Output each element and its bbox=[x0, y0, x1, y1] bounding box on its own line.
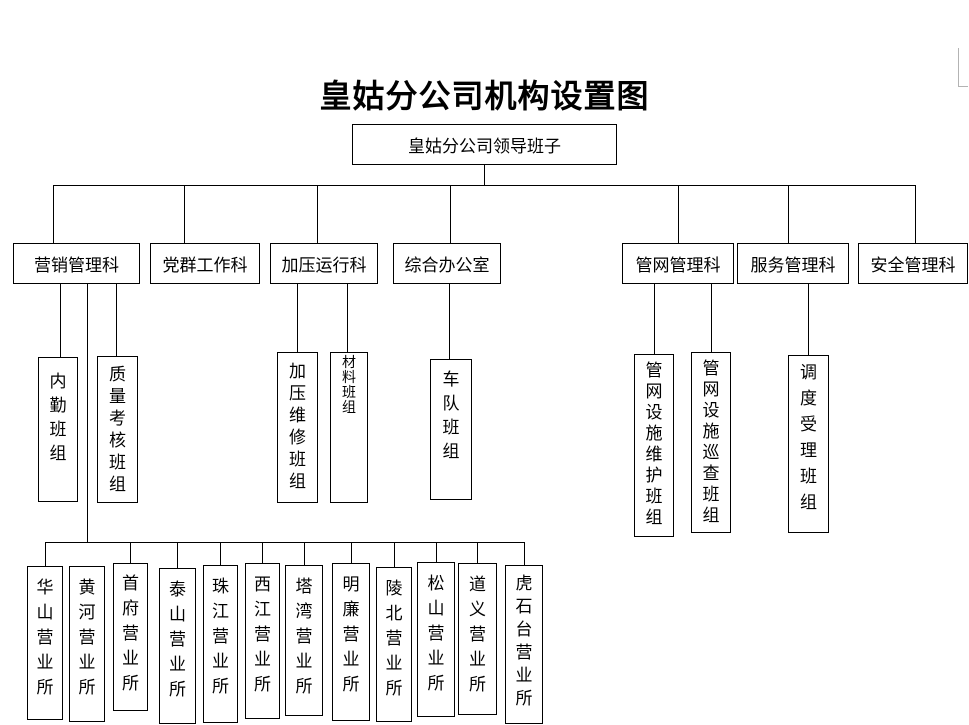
connector-line bbox=[220, 542, 221, 565]
team-pipe-network-inspection: 管网设施巡查班组 bbox=[691, 352, 731, 533]
connector-line bbox=[436, 542, 437, 562]
dept-marketing-management: 营销管理科 bbox=[13, 243, 140, 284]
branch-shoufu: 首府营业所 bbox=[113, 563, 148, 711]
connector-line bbox=[184, 185, 185, 243]
connector-line bbox=[347, 284, 348, 352]
dept-safety-management: 安全管理科 bbox=[858, 243, 968, 284]
connector-line bbox=[394, 542, 395, 567]
connector-line bbox=[53, 185, 916, 186]
connector-line bbox=[53, 185, 54, 243]
connector-line bbox=[654, 284, 655, 354]
connector-line bbox=[177, 542, 178, 568]
window-edge-artifact bbox=[958, 48, 959, 87]
branch-zhujiang: 珠江营业所 bbox=[203, 565, 238, 723]
branch-minglian: 明廉营业所 bbox=[332, 563, 370, 721]
branch-huanghe: 黄河营业所 bbox=[69, 566, 105, 722]
connector-line bbox=[788, 185, 789, 243]
team-pipe-network-maintenance: 管网设施维护班组 bbox=[634, 354, 674, 537]
connector-line bbox=[297, 284, 298, 352]
team-quality-assessment: 质量考核班组 bbox=[97, 356, 138, 503]
dept-pipe-network-management: 管网管理科 bbox=[622, 243, 734, 284]
team-dispatch-acceptance: 调度受理班组 bbox=[788, 355, 829, 533]
branch-hushitai: 虎石台营业所 bbox=[505, 565, 543, 724]
connector-line bbox=[484, 165, 485, 185]
connector-line bbox=[450, 185, 451, 243]
dept-service-management: 服务管理科 bbox=[737, 243, 849, 284]
team-motorcade: 车队班组 bbox=[430, 359, 472, 500]
branch-xijiang: 西江营业所 bbox=[245, 563, 280, 719]
branch-huashan: 华山营业所 bbox=[27, 566, 63, 720]
branch-taishan: 泰山营业所 bbox=[159, 568, 196, 724]
connector-line bbox=[317, 185, 318, 243]
connector-line bbox=[87, 284, 88, 542]
branch-lingbei: 陵北营业所 bbox=[376, 567, 412, 722]
dept-pressurization-operation: 加压运行科 bbox=[270, 243, 378, 284]
connector-line bbox=[45, 542, 525, 543]
connector-line bbox=[116, 284, 117, 356]
team-materials: 材料班组 bbox=[330, 352, 368, 503]
team-pressurization-maintenance: 加压维修班组 bbox=[277, 352, 318, 503]
connector-line bbox=[711, 284, 712, 352]
connector-line bbox=[808, 284, 809, 355]
window-edge-artifact bbox=[958, 86, 968, 87]
dept-general-office: 综合办公室 bbox=[393, 243, 501, 284]
connector-line bbox=[130, 542, 131, 563]
branch-daoyi: 道义营业所 bbox=[458, 563, 497, 715]
connector-line bbox=[915, 185, 916, 243]
branch-songshan: 松山营业所 bbox=[417, 562, 455, 717]
connector-line bbox=[524, 542, 525, 565]
connector-line bbox=[351, 542, 352, 563]
dept-party-group-work: 党群工作科 bbox=[150, 243, 260, 284]
chart-title: 皇姑分公司机构设置图 bbox=[319, 78, 650, 114]
root-leadership-box: 皇姑分公司领导班子 bbox=[352, 124, 617, 165]
connector-line bbox=[262, 542, 263, 563]
connector-line bbox=[477, 542, 478, 563]
connector-line bbox=[45, 542, 46, 566]
connector-line bbox=[449, 284, 450, 359]
connector-line bbox=[304, 542, 305, 565]
connector-line bbox=[60, 284, 61, 357]
branch-tawan: 塔湾营业所 bbox=[285, 565, 323, 716]
team-internal-affairs: 内勤班组 bbox=[38, 357, 78, 502]
connector-line bbox=[678, 185, 679, 243]
